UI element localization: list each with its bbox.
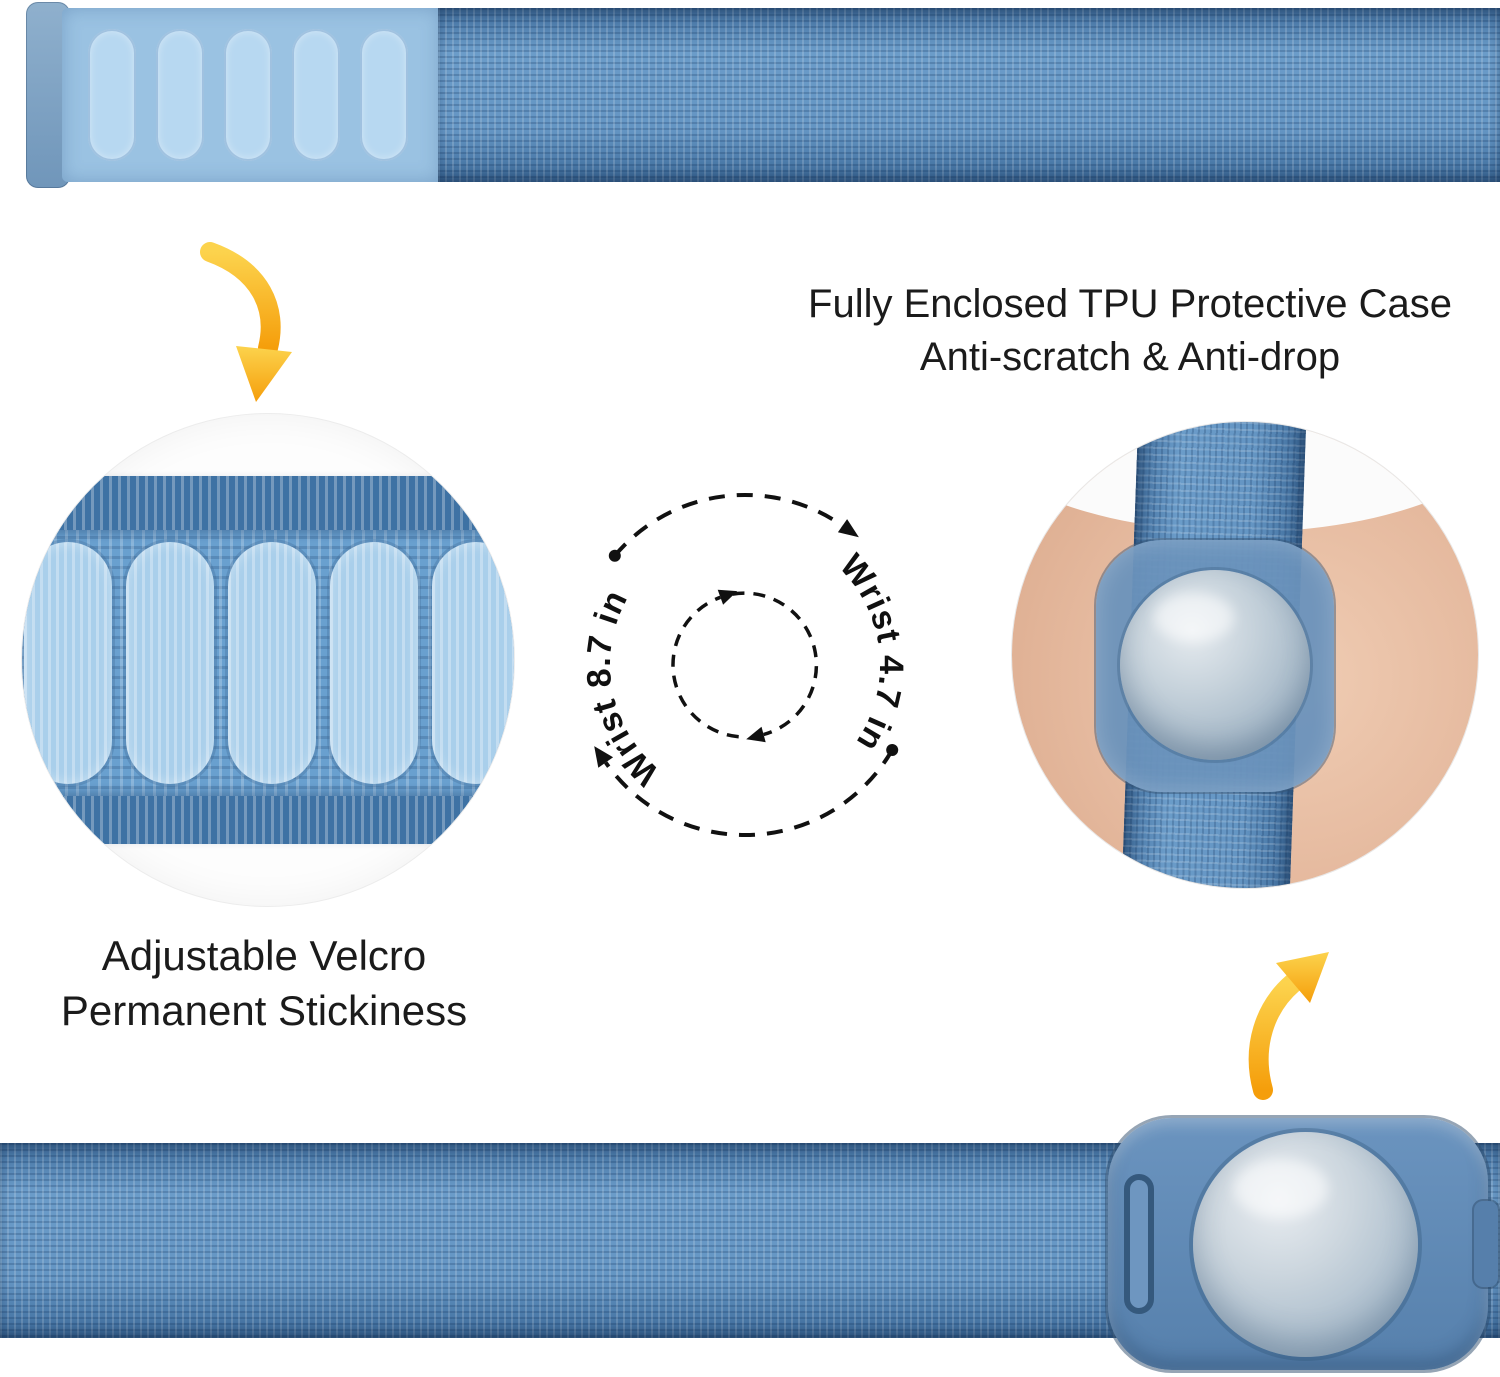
airtag-window (1193, 1132, 1418, 1357)
wrist-size-min-label: Wrist 4.7 in (832, 547, 910, 759)
top-strap (0, 0, 1500, 190)
strap-edge-band (22, 476, 514, 530)
velcro-caption-line1: Adjustable Velcro (101, 932, 427, 979)
airtag-case-on-wrist (1096, 540, 1334, 792)
velcro-pad (228, 542, 316, 784)
closeup-strap (22, 476, 514, 844)
tpu-case-caption-line1: Fully Enclosed TPU Protective Case (808, 282, 1452, 326)
velcro-slot (156, 29, 204, 161)
case-tab (1474, 1201, 1498, 1287)
wrist-size-max-label: Wrist 8.7 in (580, 584, 666, 793)
velcro-slot (88, 29, 136, 161)
velcro-slot (360, 29, 408, 161)
velcro-pad (24, 542, 112, 784)
airtag-window (1120, 570, 1310, 760)
strap-slot (1124, 1174, 1154, 1314)
curved-arrow-up-icon (1248, 952, 1329, 1100)
velcro-loop-panel (62, 8, 440, 182)
airtag-case (1108, 1118, 1498, 1370)
velcro-slot (292, 29, 340, 161)
velcro-slot (224, 29, 272, 161)
wrist-wearing-photo (1012, 422, 1478, 888)
highlight (1233, 1159, 1328, 1218)
velcro-caption-line2: Permanent Stickiness (60, 987, 468, 1035)
velcro-pad (432, 542, 514, 784)
highlight (1154, 592, 1234, 643)
velcro-closeup-photo (22, 414, 514, 906)
circular-dashed-arrows-icon: Wrist 8.7 in Wrist 4.7 in (580, 492, 910, 837)
nylon-strap-weave (438, 8, 1500, 182)
wrist-size-min-text: Wrist 4.7 in (832, 547, 909, 759)
velcro-caption: Adjustable Velcro Permanent Stickiness (8, 928, 520, 1039)
velcro-pad (330, 542, 418, 784)
tpu-case-caption: Fully Enclosed TPU Protective Case Anti-… (760, 278, 1500, 384)
strap-edge-band (22, 796, 514, 844)
tpu-case-caption-line2: Anti-scratch & Anti-drop (919, 334, 1341, 379)
wrist-size-max-text: Wrist 8.7 in (580, 584, 665, 793)
curved-arrow-down-icon (200, 242, 292, 402)
velcro-pad (126, 542, 214, 784)
